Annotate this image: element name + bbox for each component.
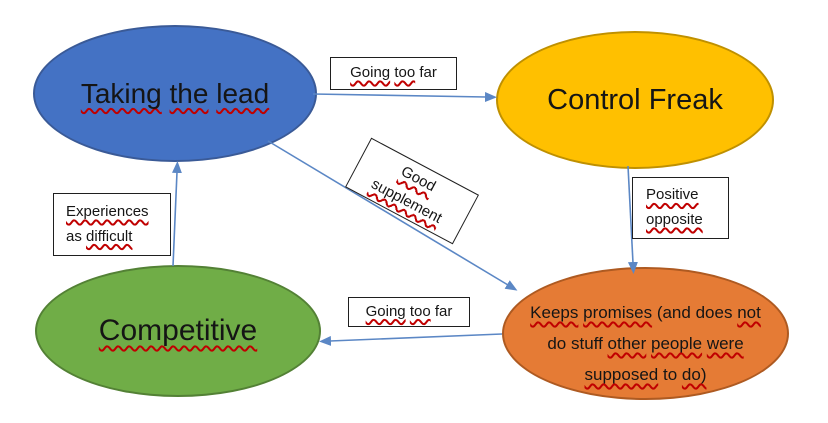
node-taking-the-lead[interactable]: Taking the lead	[33, 25, 317, 162]
connector-control-to-keeps[interactable]	[627, 165, 638, 274]
connector-lead-to-keeps[interactable]	[267, 140, 518, 291]
connector-keeps-to-competitive[interactable]	[319, 333, 503, 346]
edge-label-going-too-far-top-text: Going too far	[350, 64, 437, 82]
node-competitive[interactable]: Competitive	[35, 265, 321, 397]
node-control-freak[interactable]: Control Freak	[496, 31, 774, 169]
edge-label-going-too-far-bottom[interactable]: Going too far	[348, 297, 470, 327]
edge-label-going-too-far-bottom-text: Going too far	[365, 302, 453, 320]
node-control-freak-label: Control Freak	[547, 83, 723, 116]
node-taking-the-lead-label: Taking the lead	[80, 77, 270, 109]
connector-lead-to-control[interactable]	[312, 91, 497, 102]
node-competitive-label: Competitive	[98, 314, 258, 347]
connector-competitive-to-lead[interactable]	[171, 161, 182, 267]
edge-label-going-too-far-top[interactable]: Going too far	[330, 57, 457, 90]
